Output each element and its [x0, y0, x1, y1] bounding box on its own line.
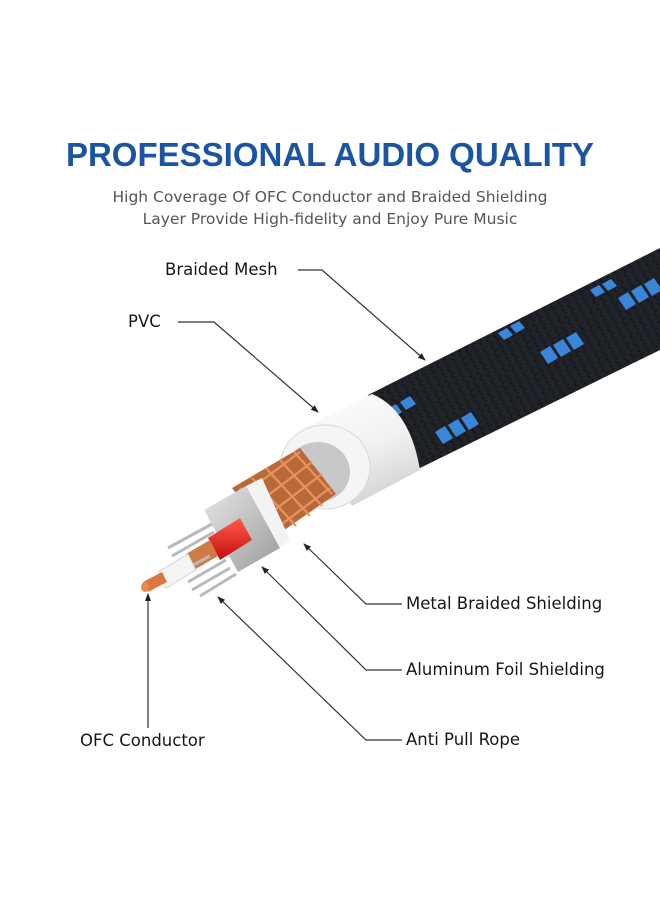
- red-insulated-wire: [186, 518, 252, 570]
- anti-pull-rope: [167, 522, 237, 598]
- subtitle-line-2: Layer Provide High-fidelity and Enjoy Pu…: [142, 210, 518, 228]
- label-ofc-conductor: OFC Conductor: [80, 731, 205, 750]
- aluminum-foil-leader: [261, 566, 402, 671]
- pvc-leader: [178, 321, 319, 413]
- anti-pull-rope-leader: [217, 596, 402, 741]
- label-anti-pull-rope: Anti Pull Rope: [406, 730, 521, 749]
- metal-braided-leader: [303, 543, 402, 605]
- braided-mesh-jacket: [368, 248, 660, 468]
- label-aluminum-foil-shielding: Aluminum Foil Shielding: [406, 660, 605, 679]
- label-braided-mesh: Braided Mesh: [165, 260, 278, 279]
- page-title: PROFESSIONAL AUDIO QUALITY: [65, 136, 595, 173]
- braided-mesh-leader: [298, 269, 426, 361]
- ofc-conductor: [141, 553, 197, 592]
- callout-lines: [145, 269, 426, 741]
- label-metal-braided-shielding: Metal Braided Shielding: [406, 594, 603, 613]
- label-pvc: PVC: [128, 312, 161, 331]
- subtitle-line-1: High Coverage Of OFC Conductor and Braid…: [112, 188, 548, 206]
